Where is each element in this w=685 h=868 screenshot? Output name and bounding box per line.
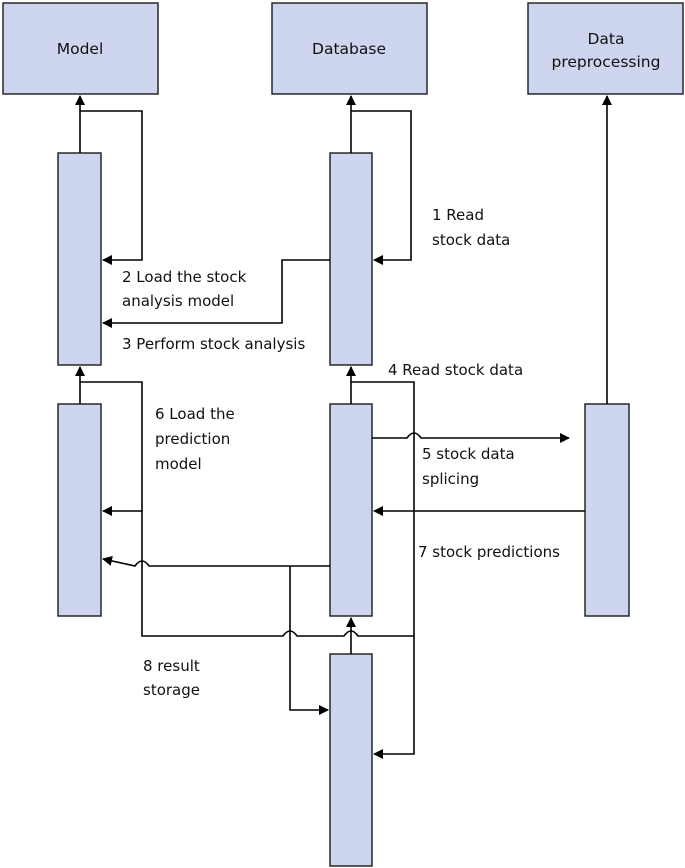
message-8-return-arrow [102,556,330,567]
message-2-label-2: analysis model [122,292,234,310]
message-1-label-2: stock data [432,231,510,249]
activation-database-3 [329,653,373,867]
message-4-arrow [351,381,415,759]
participant-model-label: Model [57,40,104,58]
activation-model-1 [57,152,102,366]
message-5-label-1: 5 stock data [422,445,515,463]
message-6-label-2: prediction [155,430,230,448]
participant-database-label: Database [312,40,386,58]
message-5-label-2: splicing [422,470,479,488]
message-7-label: 7 stock predictions [418,543,560,561]
message-8-label-2: storage [143,681,200,699]
activation-preprocessing-1 [584,403,630,617]
activation-database-1 [329,152,373,366]
message-8-arrow [289,566,329,715]
participant-preprocessing-label-1: Data [587,30,624,48]
message-1-label-1: 1 Read [432,206,484,224]
message-6-label-3: model [155,455,202,473]
message-1-arrow [351,110,412,265]
message-8-label-1: 8 result [143,657,200,675]
message-8-link-line [141,511,414,637]
message-5-arrow [372,432,570,443]
message-2-label-1: 2 Load the stock [122,268,247,286]
message-6-label-1: 6 Load the [155,405,235,423]
participant-database: Database [271,2,428,95]
message-3-label: 3 Perform stock analysis [122,335,305,353]
participant-model: Model [2,2,159,95]
participant-preprocessing-label-2: preprocessing [552,53,661,71]
message-4-label: 4 Read stock data [388,361,523,379]
message-2-arrow [80,110,143,265]
activation-model-2 [57,403,102,617]
message-3-arrow [102,259,330,328]
message-6-arrow [80,381,143,516]
activation-database-2 [329,403,373,617]
participant-data-preprocessing: Data preprocessing [527,2,684,95]
